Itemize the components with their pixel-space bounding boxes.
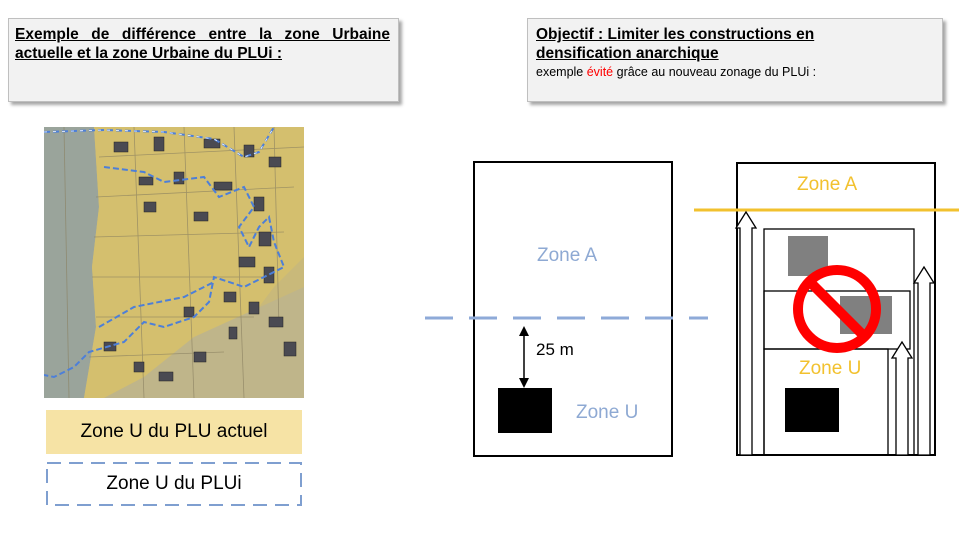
right-callout: Objectif : Limiter les constructions en … [527, 18, 943, 102]
left-zone-a-label: Zone A [537, 245, 598, 266]
legend-dash-border [46, 462, 302, 506]
left-zone-u-label: Zone U [576, 402, 639, 423]
right-callout-subtitle: exemple évité grâce au nouveau zonage du… [536, 65, 932, 79]
legend-zone-u-current: Zone U du PLU actuel [46, 410, 302, 454]
distance-label: 25 m [536, 340, 574, 359]
right-callout-title-line2: densification anarchique [536, 45, 719, 62]
forbidden-sign-bar [806, 278, 868, 340]
new-building-1 [788, 236, 828, 276]
parcel-2 [763, 290, 911, 350]
arrow-right-mid [912, 265, 936, 456]
right-plot-outline [736, 162, 936, 456]
distance-arrow-head-bottom [519, 378, 529, 388]
left-callout: Exemple de différence entre la zone Urba… [8, 18, 399, 102]
subtitle-before: exemple [536, 65, 587, 79]
legend-zone-u-plui-label: Zone U du PLUi [106, 473, 242, 494]
left-plot-outline [473, 161, 673, 457]
subtitle-highlight: évité [586, 65, 614, 79]
legend-zone-u-plui: Zone U du PLUi [46, 462, 302, 506]
arrow-left-long [734, 210, 758, 456]
new-building-2 [840, 296, 892, 334]
legend-zone-u-current-label: Zone U du PLU actuel [80, 421, 268, 442]
forbidden-sign-circle [793, 265, 881, 353]
right-callout-title-line1: Objectif : Limiter les constructions en [536, 26, 815, 43]
arrow-right-short [890, 340, 914, 456]
left-callout-title: Exemple de différence entre la zone Urba… [15, 26, 390, 62]
right-zone-u-label: Zone U [799, 358, 862, 379]
parcel-1 [763, 228, 915, 456]
existing-building-right [785, 388, 839, 432]
existing-building [498, 388, 552, 433]
cadastral-map [44, 127, 304, 398]
subtitle-after: grâce au nouveau zonage du PLUi : [613, 65, 817, 79]
distance-arrow-head-top [519, 326, 529, 336]
right-zone-a-label: Zone A [797, 174, 858, 195]
